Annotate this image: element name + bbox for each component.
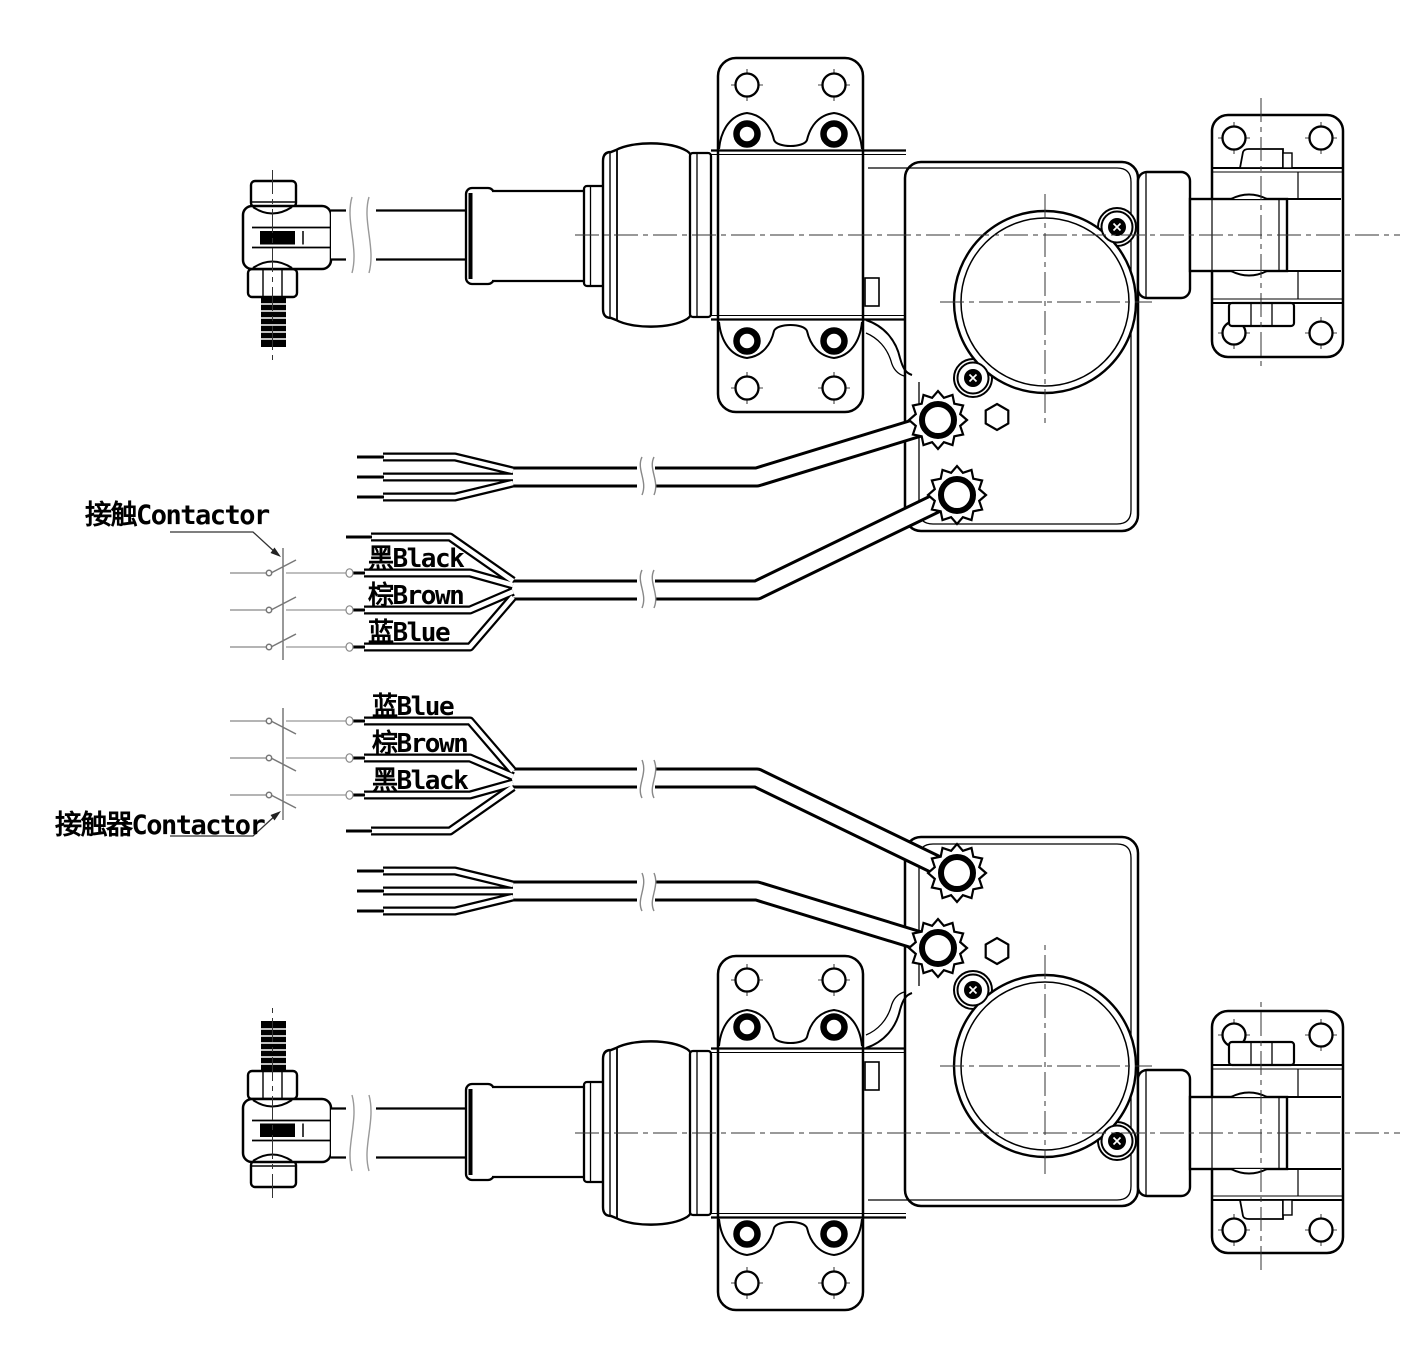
wire-label-bottom-brown: 棕Brown — [372, 728, 467, 759]
contactor-label-top: 接触Contactor — [85, 500, 270, 531]
wire-label-bottom-black: 黑Black — [372, 766, 469, 796]
wire-label-top-black: 黑Black — [368, 544, 465, 574]
contactor-label-bottom: 接触器Contactor — [55, 810, 266, 841]
wire-label-top-blue: 蓝Blue — [368, 618, 450, 648]
wire-label-top-brown: 棕Brown — [368, 580, 463, 611]
wire-label-bottom-blue: 蓝Blue — [372, 692, 454, 722]
label-layer: 接触Contactor 黑Black 棕Brown 蓝Blue 蓝Blue 棕B… — [55, 500, 471, 841]
